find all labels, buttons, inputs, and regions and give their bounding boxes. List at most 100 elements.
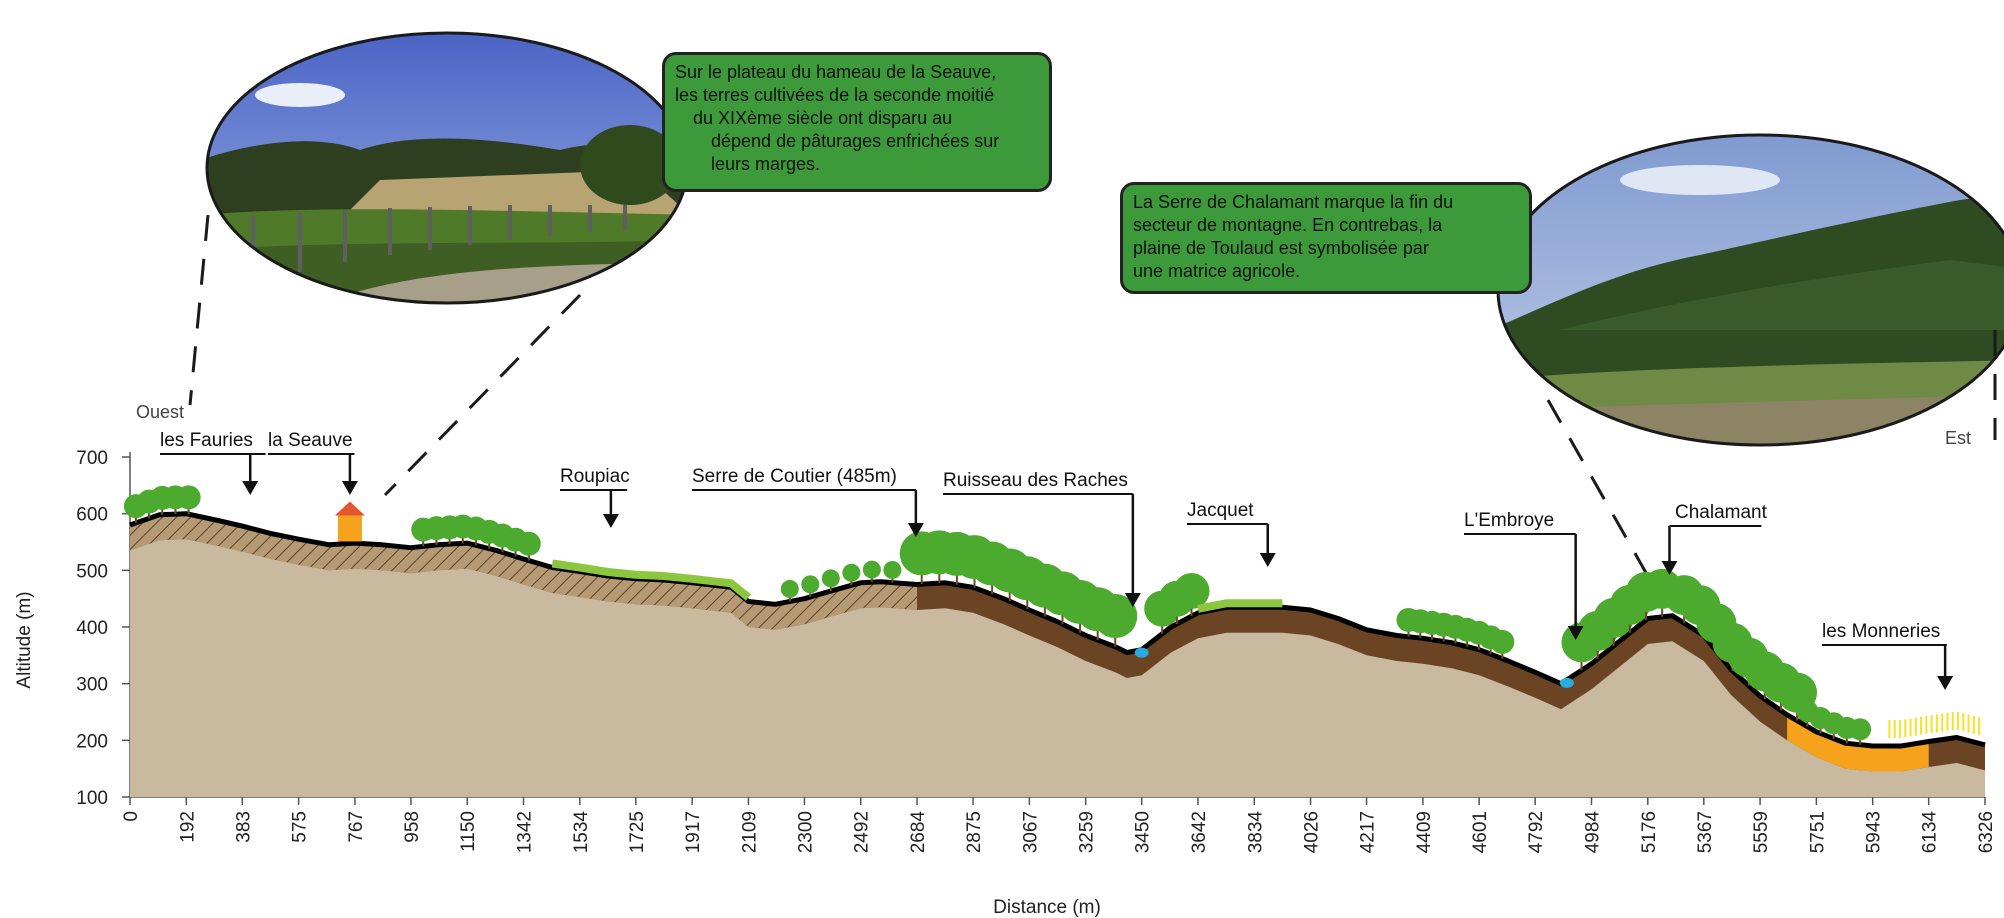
y-tick-label: 300 [76,675,108,696]
vegetation [123,485,1981,745]
place-arrow-head [341,481,358,495]
y-tick-label: 600 [76,505,108,526]
callout-right-line: une matrice agricole. [1133,261,1301,281]
tree [862,560,881,579]
callout-right-line: plaine de Toulaud est symbolisée par [1133,238,1429,258]
x-tick-label: 0 [121,811,142,822]
x-tick-label: 4984 [1582,811,1603,854]
stream-water [1559,677,1574,688]
leader-line-left-b [383,293,582,497]
place-arrow-head [1661,561,1678,575]
x-tick-label: 5559 [1751,811,1772,853]
x-tick-label: 1725 [627,811,648,853]
place-arrow-head [1124,593,1141,607]
hatched-soil-layer [130,513,917,630]
tree [1490,629,1515,654]
tree [176,485,201,510]
photo-serre-chalamant [1498,135,2004,445]
grass-strip [1197,599,1283,613]
x-tick-label: 2684 [908,811,929,854]
tree [516,531,541,556]
x-tick-label: 4217 [1358,811,1379,853]
alluvial-soil-layer [1787,714,1929,772]
tree [1849,718,1872,741]
place-arrow-head [1937,676,1954,690]
place-label: Serre de Coutier (485m) [692,466,897,487]
tree [842,563,861,582]
x-tick-label: 1150 [458,811,479,852]
x-tick-label: 192 [177,811,198,843]
callout-serre-chalamant: La Serre de Chalamant marque la fin du s… [1120,182,1532,294]
house-icon [337,515,362,542]
photo-plateau-seauve [207,33,687,303]
x-tick-label: 575 [290,811,311,843]
place-label: Jacquet [1187,500,1254,521]
place-label: Roupiac [560,466,630,487]
x-tick-label: 958 [402,811,423,843]
x-tick-label: 4792 [1526,811,1547,853]
place-label: les Monneries [1822,621,1940,642]
callout-left-line: du XIXème siècle ont disparu au [693,108,953,128]
callout-right-line: secteur de montagne. En contrebas, la [1133,215,1443,235]
y-tick-label: 500 [76,561,108,582]
y-tick-label: 700 [76,448,108,469]
y-tick-label: 400 [76,618,108,639]
compass-east: Est [1945,428,1971,448]
place-arrow-head [602,514,619,528]
callout-left-line: les terres cultivées de la seconde moiti… [675,85,995,105]
tree [801,575,820,594]
x-tick-label: 1917 [683,811,704,853]
place-arrow-head [1259,553,1276,567]
x-tick-label: 5751 [1807,811,1828,853]
place-arrow-head [242,481,259,495]
place-label: L'Embroye [1464,510,1554,531]
x-tick-label: 1342 [515,811,536,853]
x-tick-label: 3259 [1077,811,1098,853]
x-tick-label: 2300 [795,811,816,853]
place-arrow-head [907,523,924,537]
terrain-profile [129,511,1986,797]
x-tick-label: 383 [233,811,254,843]
y-tick-label: 200 [76,731,108,752]
x-tick-label: 5943 [1864,811,1885,853]
place-label: les Fauries [160,430,253,451]
x-axis-title: Distance (m) [993,897,1101,918]
x-tick-label: 4409 [1414,811,1435,853]
x-tick-label: 2492 [852,811,873,853]
x-tick-label: 767 [346,811,367,843]
y-axis-title: Altitude (m) [14,591,35,688]
callout-left-line: dépend de pâturages enfrichées sur [711,131,1000,151]
x-tick-label: 3450 [1133,811,1154,853]
place-label: la Seauve [268,430,353,451]
x-tick-label: 3642 [1189,811,1210,853]
callout-plateau-seauve: Sur le plateau du hameau de la Seauve, l… [662,52,1052,192]
leader-line-left-a [188,214,210,406]
x-tick-label: 5367 [1695,811,1716,853]
tree [883,560,902,579]
y-tick-label: 100 [76,788,108,809]
compass-west: Ouest [136,402,184,422]
x-tick-label: 5176 [1639,811,1660,853]
x-tick-label: 2109 [739,811,760,853]
x-tick-label: 6326 [1976,811,1997,853]
callout-left-line: leurs marges. [711,154,821,174]
callout-left-line: Sur le plateau du hameau de la Seauve, [675,62,997,82]
x-tick-label: 6134 [1920,811,1941,854]
tree [821,569,840,588]
tree [1093,594,1138,639]
callout-right-line: La Serre de Chalamant marque la fin du [1133,192,1454,212]
bedrock-layer [130,539,1985,797]
x-tick-label: 1534 [571,811,592,854]
x-tick-label: 4601 [1470,811,1491,853]
place-label: Ruisseau des Raches [943,470,1128,491]
stream-water [1134,647,1149,658]
house-roof-icon [334,501,365,516]
tree [780,579,799,598]
place-label: Chalamant [1675,502,1768,523]
x-tick-label: 3834 [1245,811,1266,854]
grass-strip [551,559,751,601]
x-tick-label: 2875 [964,811,985,853]
tree [1173,573,1210,610]
